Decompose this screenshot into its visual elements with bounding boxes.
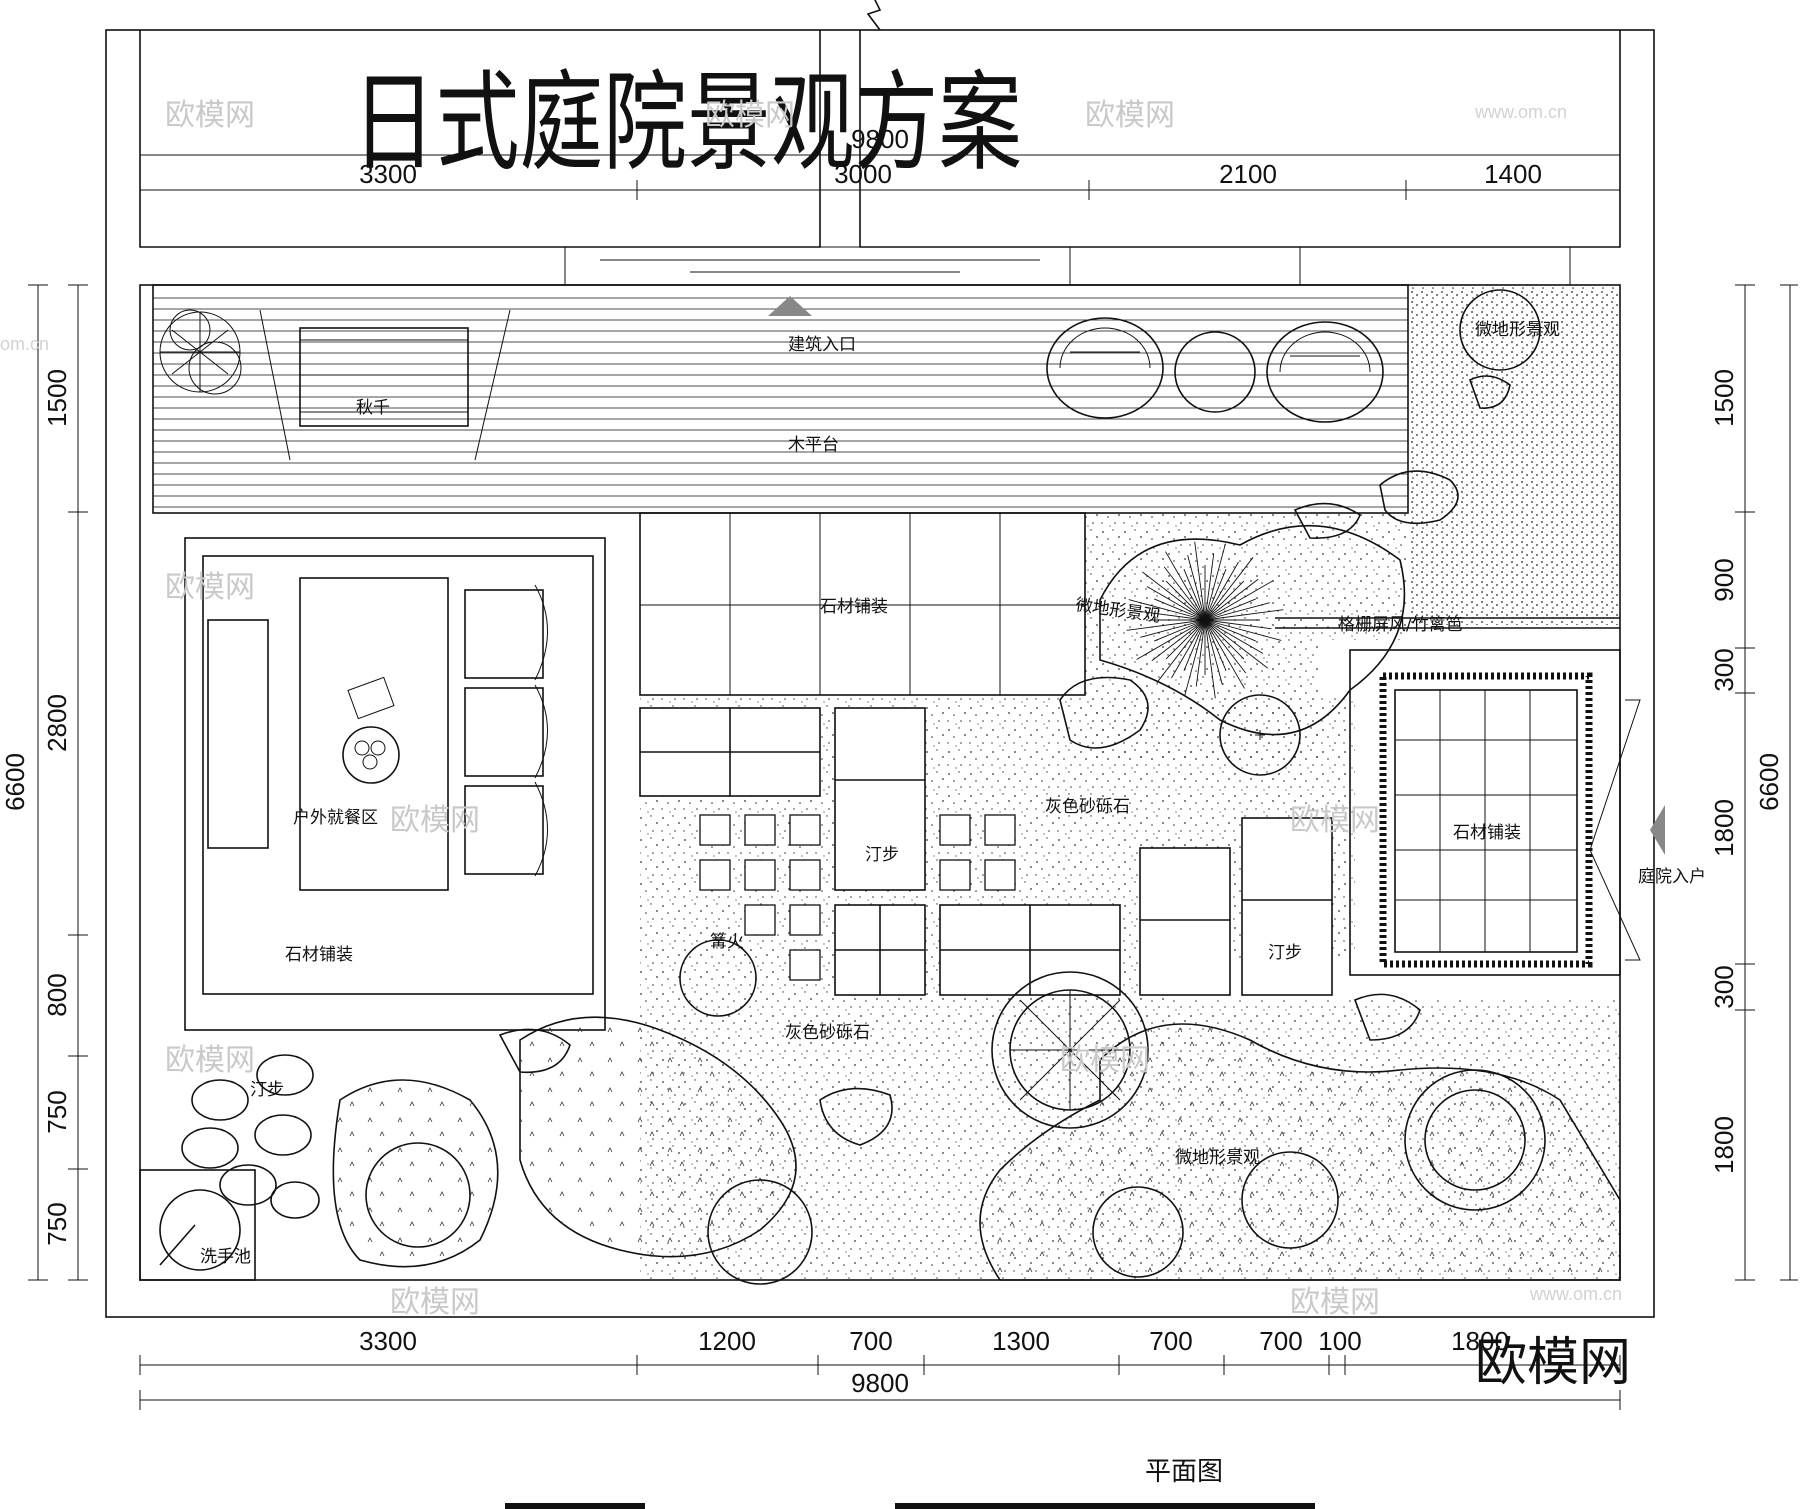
watermark-url: www.om.cn (1529, 1284, 1622, 1304)
dim-bottom-segment: 1800 (1451, 1326, 1509, 1356)
fire-pit (679, 939, 757, 1017)
dining-area (184, 537, 606, 1031)
wood-deck-label: 木平台 (788, 435, 839, 455)
stepping-label: 汀步 (250, 1080, 284, 1100)
dim-right-segment: 1800 (1709, 1116, 1739, 1174)
dim-top-segment: 2100 (1219, 159, 1277, 189)
dim-right-total: 6600 (1754, 753, 1784, 811)
caption: 平面图 (1145, 1457, 1223, 1487)
rocks (498, 375, 1511, 1146)
brand-logo-text: 欧模网 (1475, 1333, 1631, 1393)
dim-left-segment: 800 (42, 973, 72, 1016)
micro-terrain-label: 微地形景观 (1475, 320, 1560, 340)
dim-top-segment: 1400 (1484, 159, 1542, 189)
stepping-label: 汀步 (865, 845, 899, 865)
stone-paving-label: 石材铺装 (820, 597, 888, 617)
watermark: 欧模网 (1290, 1285, 1380, 1320)
watermark: 欧模网 (390, 1285, 480, 1320)
stone-paving-label: 石材铺装 (285, 945, 353, 965)
lounge-chairs (1046, 317, 1384, 423)
stepping-stones (181, 1054, 320, 1219)
gravel-label: 灰色砂砾石 (1045, 797, 1130, 817)
north-wall (139, 30, 1621, 248)
trees (365, 289, 1546, 1285)
dim-bottom-segment: 700 (1259, 1326, 1302, 1356)
wash-basin-label: 洗手池 (200, 1247, 251, 1267)
dining-label: 户外就餐区 (293, 808, 378, 828)
dim-top-segment: 3300 (359, 159, 417, 189)
dim-right-segment: 300 (1709, 648, 1739, 691)
dim-bottom-segment: 700 (849, 1326, 892, 1356)
watermarks: 欧模网 欧模网 欧模网 www.om.cn om.cn 欧模网 欧模网 欧模网 … (0, 98, 1622, 1320)
fire-pit-label: 篝火 (710, 932, 744, 952)
watermark: 欧模网 (390, 803, 480, 838)
dim-right-segment: 1500 (1709, 369, 1739, 427)
dim-left-segment: 1500 (42, 369, 72, 427)
screen-label: 格栅屏风/竹篱笆 (1338, 615, 1463, 635)
wash-basin (139, 1169, 256, 1281)
dim-top-segment: 3000 (834, 159, 892, 189)
stone-paving-right (1349, 649, 1621, 976)
dim-left-segment: 750 (42, 1090, 72, 1133)
dimension-lines: 9800 3300 3000 2100 1400 3300 1200 700 1300 700 70… (0, 124, 1798, 1410)
dim-top-total: 9800 (851, 124, 909, 154)
page-title: 日式庭院景观方案 (352, 61, 1022, 186)
dim-bottom-total: 9800 (851, 1368, 909, 1398)
dim-left-total: 6600 (0, 753, 30, 811)
micro-terrain-label: 微地形景观 (1175, 1148, 1260, 1168)
dim-right-segment: 900 (1709, 558, 1739, 601)
courtyard-entrance-label: 庭院入户 (1638, 867, 1706, 887)
watermark: 欧模网 (165, 570, 255, 605)
screen-fence (1275, 617, 1620, 629)
break-line (866, 0, 882, 31)
watermark: 欧模网 (1060, 1043, 1150, 1078)
dim-left-segment: 750 (42, 1202, 72, 1245)
stepping-label: 汀步 (1268, 943, 1302, 963)
dim-bottom-segment: 100 (1318, 1326, 1361, 1356)
watermark-url: www.om.cn (1474, 102, 1567, 122)
swing-label: 秋千 (356, 398, 390, 418)
palm-starburst (1126, 541, 1284, 699)
courtyard-entrance-arrow (1650, 805, 1665, 855)
east-steps (1299, 246, 1571, 286)
watermark: 欧模网 (705, 98, 795, 133)
watermark-url: om.cn (0, 334, 49, 354)
swing (259, 309, 511, 461)
watermark: 欧模网 (1290, 803, 1380, 838)
dim-left-segment: 2800 (42, 694, 72, 752)
dim-bottom-segment: 1200 (698, 1326, 756, 1356)
dim-right-segment: 1800 (1709, 799, 1739, 857)
stepping-pavers (639, 707, 1333, 996)
building-entrance-arrow (768, 296, 812, 316)
dim-bottom-segment: 700 (1149, 1326, 1192, 1356)
stone-paving-label: 石材铺装 (1453, 823, 1521, 843)
dim-right-segment: 300 (1709, 965, 1739, 1008)
building-entrance-label: 建筑入口 (788, 335, 856, 355)
entrance-steps (564, 246, 1071, 286)
watermark: 欧模网 (1085, 98, 1175, 133)
dim-bottom-segment: 1300 (992, 1326, 1050, 1356)
stone-paving-center (639, 512, 1086, 696)
shrub-cluster (159, 309, 242, 395)
wood-deck (152, 284, 1409, 514)
watermark: 欧模网 (165, 98, 255, 133)
dim-bottom-segment: 3300 (359, 1326, 417, 1356)
watermark: 欧模网 (165, 1043, 255, 1078)
gravel-label: 灰色砂砾石 (785, 1023, 870, 1043)
